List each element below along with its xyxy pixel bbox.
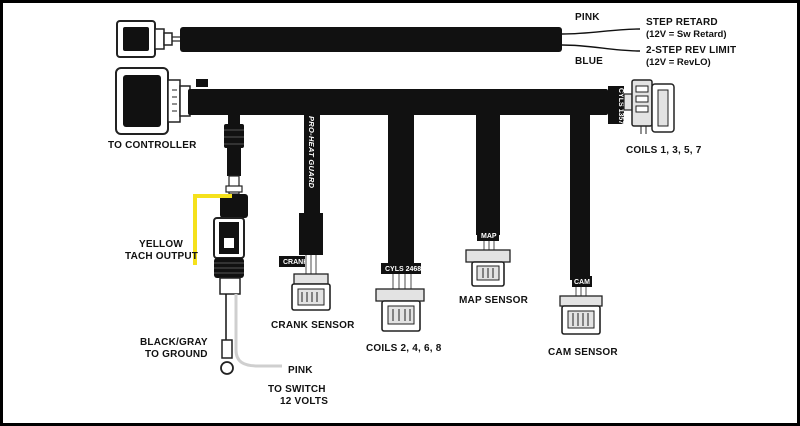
map-sensor-label: MAP SENSOR xyxy=(459,295,529,306)
main-trunk xyxy=(188,89,608,115)
black-gray-label: BLACK/GRAY xyxy=(140,337,208,348)
blue-wire xyxy=(561,44,641,52)
tach-output-label: TACH OUTPUT xyxy=(125,251,198,262)
coils-even-label: COILS 2, 4, 6, 8 xyxy=(366,343,442,354)
controller-connector xyxy=(115,67,191,135)
map-connector xyxy=(465,249,511,287)
cam-connector xyxy=(559,295,603,335)
svg-text:CRANK: CRANK xyxy=(283,259,308,266)
to-switch-label: TO SWITCH xyxy=(268,384,326,395)
pink-switch-label: PINK xyxy=(288,365,313,376)
svg-text:CAM: CAM xyxy=(574,279,590,286)
top-harness: PINK BLUE STEP RETARD (12V = Sw Retard) … xyxy=(116,12,736,68)
cyls-1357-tag xyxy=(608,86,624,124)
step-retard-label: STEP RETARD xyxy=(646,17,718,28)
top-cable xyxy=(180,27,562,52)
coils-even-branch: CYLS 2468 COILS 2, 4, 6, 8 xyxy=(366,115,442,354)
crank-branch: PRO-HEAT GUARD CRANK CRANK SENSOR xyxy=(271,115,355,331)
ring-terminal xyxy=(220,361,234,375)
crank-connector xyxy=(291,273,331,311)
pink-wire xyxy=(561,28,641,35)
rev-limit-label: 2-STEP REV LIMIT xyxy=(646,45,736,56)
blue-wire-label: BLUE xyxy=(575,56,603,67)
coils-odd-label: COILS 1, 3, 5, 7 xyxy=(626,145,702,156)
step-retard-note: (12V = Sw Retard) xyxy=(646,29,727,40)
crank-sensor-label: CRANK SENSOR xyxy=(271,320,355,331)
cam-sensor-label: CAM SENSOR xyxy=(548,347,618,358)
twelve-volts-label: 12 VOLTS xyxy=(280,396,328,407)
pink-wire-label: PINK xyxy=(575,12,600,23)
cyls-2468-tag xyxy=(381,263,421,274)
yellow-tach-wire xyxy=(193,194,232,265)
top-left-connector xyxy=(116,20,180,58)
rev-limit-note: (12V = RevLO) xyxy=(646,57,711,68)
svg-text:CYLS 2468: CYLS 2468 xyxy=(385,266,421,273)
svg-text:CYLS 1357: CYLS 1357 xyxy=(617,88,624,124)
cam-branch: CAM CAM SENSOR xyxy=(548,115,618,358)
yellow-label: YELLOW xyxy=(139,239,183,250)
main-harness: TO CONTROLLER CYLS 1357 COILS 1, 3, 5, 7 xyxy=(108,67,702,156)
controller-label: TO CONTROLLER xyxy=(108,140,197,151)
to-ground-label: TO GROUND xyxy=(145,349,208,360)
coils-even-connector xyxy=(375,288,425,332)
map-tag xyxy=(477,230,499,241)
crank-tag xyxy=(279,256,305,267)
pink-switch-wire xyxy=(234,294,282,368)
map-branch: MAP MAP SENSOR xyxy=(459,115,529,306)
pro-heat-guard-text: PRO-HEAT GUARD xyxy=(307,116,316,189)
tach-branch: YELLOW TACH OUTPUT BLACK/GRAY TO GROUND … xyxy=(125,115,328,407)
svg-text:MAP: MAP xyxy=(481,233,497,240)
coils-odd-connector xyxy=(623,79,675,134)
cam-tag xyxy=(572,276,592,287)
